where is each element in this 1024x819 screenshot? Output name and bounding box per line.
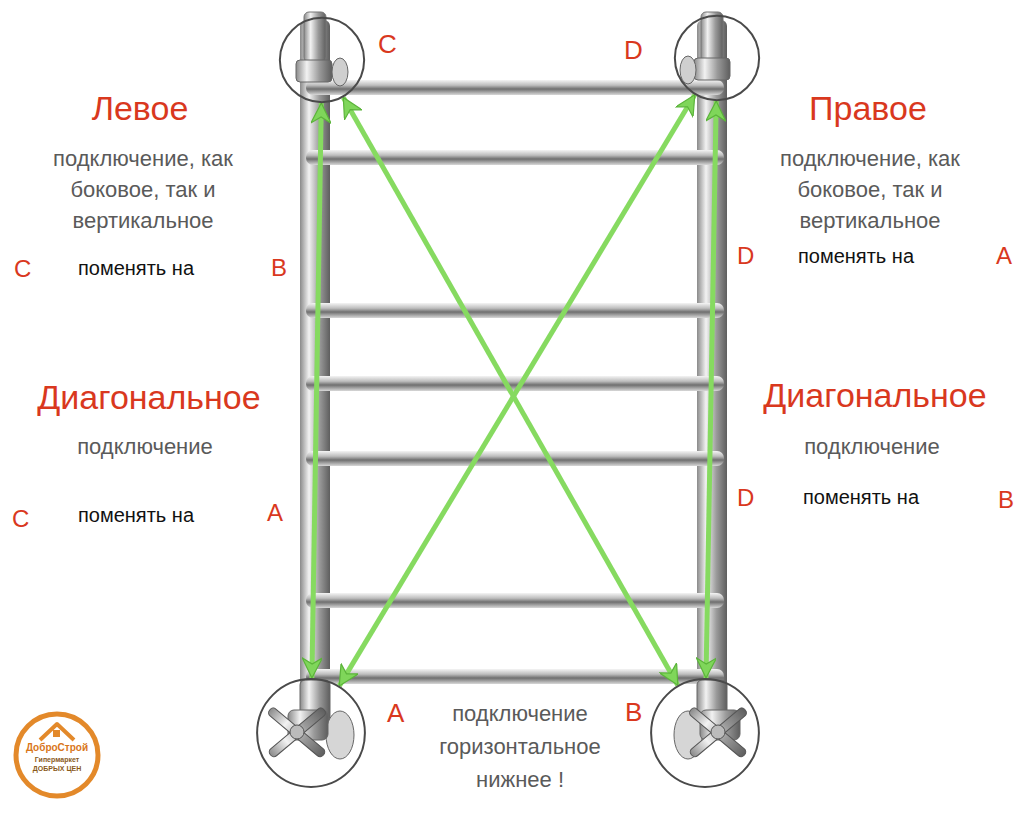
circle-outline — [674, 15, 760, 101]
point-letter: D — [737, 240, 754, 271]
point-letter: A — [996, 240, 1012, 271]
description: подключение, как боковое, так и вертикал… — [18, 143, 268, 236]
heading: Диагональное — [736, 373, 1014, 417]
note: подключение горизонтальное нижнее ! — [408, 697, 632, 796]
logo-text: Гипермаркет ДОБРЫХ ЦЕН — [24, 755, 90, 773]
point-letter: D — [737, 482, 754, 513]
description: подключение — [747, 433, 997, 462]
circle-outline — [650, 678, 760, 788]
flow-arrow — [339, 95, 695, 686]
point-letter: B — [998, 484, 1014, 515]
heading: Правое — [768, 86, 968, 130]
instruction: поменять на — [803, 484, 919, 510]
instruction: поменять на — [78, 255, 194, 281]
point-letter: A — [267, 497, 283, 528]
connection-circle: C — [279, 17, 365, 103]
point-letter: B — [271, 252, 287, 283]
point-letter: A — [387, 698, 404, 728]
heading: Левое — [40, 86, 240, 130]
connection-circle: B — [650, 678, 760, 788]
point-letter: D — [624, 35, 643, 65]
instruction: поменять на — [798, 243, 914, 269]
heading: Диагональное — [10, 375, 288, 419]
point-letter: C — [14, 253, 31, 284]
point-letter: C — [12, 503, 29, 534]
flow-arrow — [706, 101, 716, 678]
connection-circle: D — [674, 15, 760, 101]
description: подключение, как боковое, так и вертикал… — [745, 143, 995, 236]
description: подключение — [20, 433, 270, 462]
point-letter: C — [378, 29, 397, 59]
left-valve — [267, 680, 354, 759]
point-letter: B — [625, 697, 642, 727]
flow-arrow — [312, 103, 321, 678]
circle-outline — [256, 678, 366, 788]
right-valve — [674, 680, 748, 759]
circle-outline — [279, 17, 365, 103]
flow-arrow — [343, 97, 678, 685]
store-logo — [16, 714, 98, 796]
connection-circle: A — [256, 678, 366, 788]
instruction: поменять на — [78, 502, 194, 528]
rail-bars — [306, 80, 724, 684]
logo-text: ДоброСтрой — [18, 741, 96, 754]
